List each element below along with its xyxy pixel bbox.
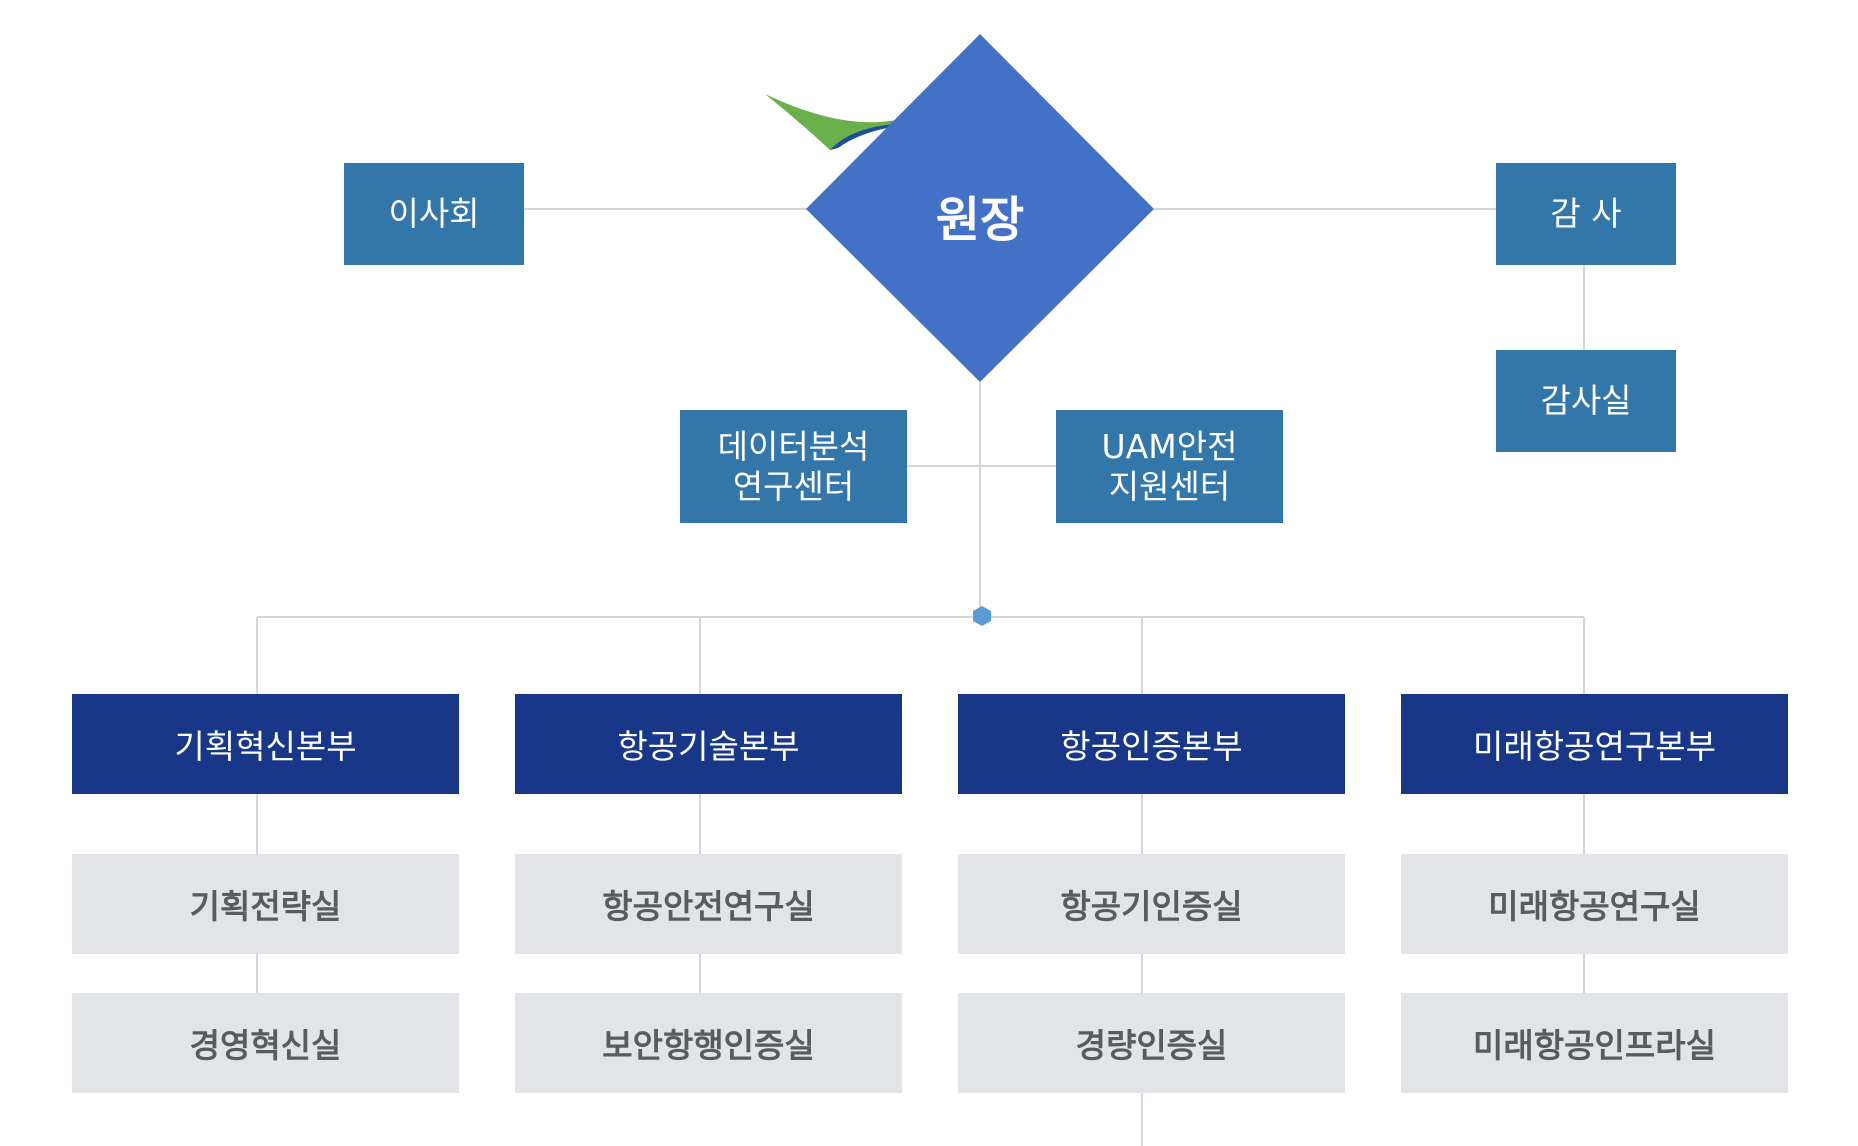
uam-center-line-1: UAM안전 [1101, 426, 1238, 466]
data-center-line-1: 데이터분석 [717, 426, 870, 466]
division-box: 미래항공연구본부 [1401, 694, 1788, 794]
board-box: 이사회 [344, 163, 524, 265]
uam-safety-center-box: UAM안전 지원센터 [1056, 410, 1283, 523]
chief-diamond [806, 34, 1154, 382]
office-box: 경영혁신실 [72, 993, 459, 1093]
office-box: 보안항행인증실 [515, 993, 902, 1093]
office-box: 항공기인증실 [958, 854, 1345, 954]
data-analysis-center-box: 데이터분석 연구센터 [680, 410, 907, 523]
office-box: 항공안전연구실 [515, 854, 902, 954]
office-box: 기획전략실 [72, 854, 459, 954]
division-box: 항공기술본부 [515, 694, 902, 794]
uam-center-line-2: 지원센터 [1108, 466, 1231, 506]
division-box: 기획혁신본부 [72, 694, 459, 794]
junction-node [973, 606, 991, 626]
chief-label: 원장 [935, 192, 1025, 248]
division-box: 항공인증본부 [958, 694, 1345, 794]
office-box: 미래항공연구실 [1401, 854, 1788, 954]
audit-office-box: 감사실 [1496, 350, 1676, 452]
auditor-box: 감 사 [1496, 163, 1676, 265]
data-center-line-2: 연구센터 [732, 466, 855, 506]
office-box: 경량인증실 [958, 993, 1345, 1093]
office-box: 미래항공인프라실 [1401, 993, 1788, 1093]
